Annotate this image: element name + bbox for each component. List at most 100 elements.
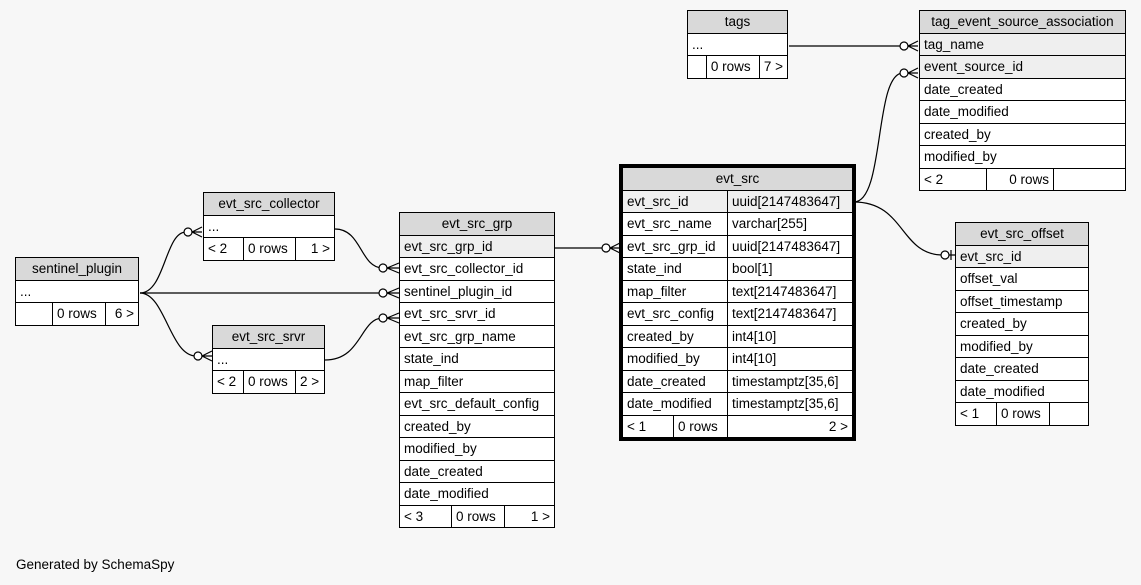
column-row: evt_src_srvr_id	[399, 302, 555, 326]
parents-count: < 1	[622, 414, 674, 438]
row-count: 0 rows	[243, 237, 296, 261]
table-title[interactable]: evt_src_collector	[203, 192, 335, 216]
column-name: modified_by	[622, 347, 728, 371]
column-type: bool[1]	[727, 257, 853, 281]
column-row: evt_src_id	[955, 244, 1089, 268]
row-count: 0 rows	[705, 55, 760, 79]
table-title[interactable]: evt_src_offset	[955, 222, 1089, 246]
children-count: 2 >	[295, 370, 325, 394]
parents-count: < 2	[203, 237, 244, 261]
table-title[interactable]: tags	[687, 10, 788, 34]
crowfoot-marker	[907, 40, 919, 52]
table-title[interactable]: evt_src_srvr	[212, 325, 325, 349]
column-row: ...	[203, 214, 335, 238]
column-row: date_modified	[955, 379, 1089, 403]
column-row: evt_src_default_config	[399, 392, 555, 416]
crowfoot-marker	[191, 226, 203, 238]
table-evt-src-collector[interactable]: evt_src_collector ... < 2 0 rows 1 >	[203, 192, 335, 261]
optional-marker	[899, 68, 909, 78]
column-row: sentinel_plugin_id	[399, 279, 555, 303]
edge-evtsrc-assoc	[853, 72, 904, 203]
column-type: uuid[2147483647]	[727, 189, 853, 213]
column-row: date_modified	[919, 100, 1126, 124]
optional-marker	[378, 288, 388, 298]
column-type: int4[10]	[727, 347, 853, 371]
column-name: evt_src_grp_id	[622, 234, 728, 258]
table-evt-src-srvr[interactable]: evt_src_srvr ... < 2 0 rows 2 >	[212, 325, 325, 394]
column-row: date_created	[919, 77, 1126, 101]
edge-srvr-grp	[324, 317, 384, 361]
column-name: evt_src_id	[622, 189, 728, 213]
table-title[interactable]: evt_src	[622, 167, 853, 191]
crowfoot-marker	[907, 67, 919, 79]
column-name: state_ind	[622, 257, 728, 281]
column-row: state_ind	[399, 347, 555, 371]
crowfoot-marker	[386, 312, 400, 324]
edge-plugin-collector	[139, 231, 187, 294]
edge-plugin-srvr	[139, 292, 197, 357]
optional-marker	[601, 243, 611, 253]
table-tag-event-source-association[interactable]: tag_event_source_association tag_name ev…	[919, 10, 1126, 191]
crowfoot-marker	[609, 242, 621, 254]
table-evt-src-offset[interactable]: evt_src_offset evt_src_id offset_val off…	[955, 222, 1089, 426]
optional-marker	[940, 250, 950, 260]
children-count	[1049, 402, 1089, 426]
column-row: date_created	[955, 357, 1089, 381]
children-count: 6 >	[105, 302, 139, 326]
column-type: text[2147483647]	[727, 302, 853, 326]
row-count: 0 rows	[52, 302, 106, 326]
column-row: tag_name	[919, 32, 1126, 56]
table-title[interactable]: sentinel_plugin	[15, 257, 139, 281]
parents-count: < 2	[212, 370, 244, 394]
column-row: offset_timestamp	[955, 289, 1089, 313]
table-title[interactable]: evt_src_grp	[399, 212, 555, 236]
crowfoot-marker	[201, 350, 213, 362]
column-type: timestamptz[35,6]	[727, 369, 853, 393]
column-type: uuid[2147483647]	[727, 234, 853, 258]
children-count: 1 >	[295, 237, 335, 261]
row-count: 0 rows	[986, 167, 1054, 191]
table-sentinel-plugin[interactable]: sentinel_plugin ... 0 rows 6 >	[15, 257, 139, 326]
crowfoot-marker	[386, 262, 400, 274]
column-row: modified_by	[399, 437, 555, 461]
column-type: varchar[255]	[727, 212, 853, 236]
column-row: modified_by	[919, 145, 1126, 169]
column-type: int4[10]	[727, 324, 853, 348]
column-row: created_by	[399, 414, 555, 438]
optional-marker	[193, 351, 203, 361]
one-marker	[949, 250, 955, 260]
row-count: 0 rows	[996, 402, 1050, 426]
column-name: evt_src_config	[622, 302, 728, 326]
column-row: date_modified	[399, 482, 555, 506]
column-row: map_filter	[399, 369, 555, 393]
column-type: timestamptz[35,6]	[727, 392, 853, 416]
parents-count	[15, 302, 53, 326]
optional-marker	[378, 263, 388, 273]
column-name: map_filter	[622, 279, 728, 303]
column-row: ...	[687, 32, 788, 56]
edge-collector-grp	[334, 228, 384, 269]
optional-marker	[183, 227, 193, 237]
parents-count: < 1	[955, 402, 997, 426]
parents-count: < 2	[919, 167, 987, 191]
parents-count	[687, 55, 707, 79]
children-count: 1 >	[504, 504, 555, 528]
column-row: date_created	[399, 459, 555, 483]
children-count	[1053, 167, 1126, 191]
column-name: date_created	[622, 369, 728, 393]
table-evt-src-grp[interactable]: evt_src_grp evt_src_grp_id evt_src_colle…	[399, 212, 555, 528]
parents-count: < 3	[399, 504, 452, 528]
table-tags[interactable]: tags ... 0 rows 7 >	[687, 10, 789, 79]
row-count: 0 rows	[451, 504, 505, 528]
edge-evtsrc-offset	[853, 201, 944, 256]
column-name: date_modified	[622, 392, 728, 416]
table-title[interactable]: tag_event_source_association	[919, 10, 1126, 34]
column-row: evt_src_collector_id	[399, 257, 555, 281]
children-count: 7 >	[758, 55, 789, 79]
column-row: offset_val	[955, 267, 1089, 291]
children-count: 2 >	[727, 414, 853, 438]
column-row: ...	[15, 279, 139, 303]
